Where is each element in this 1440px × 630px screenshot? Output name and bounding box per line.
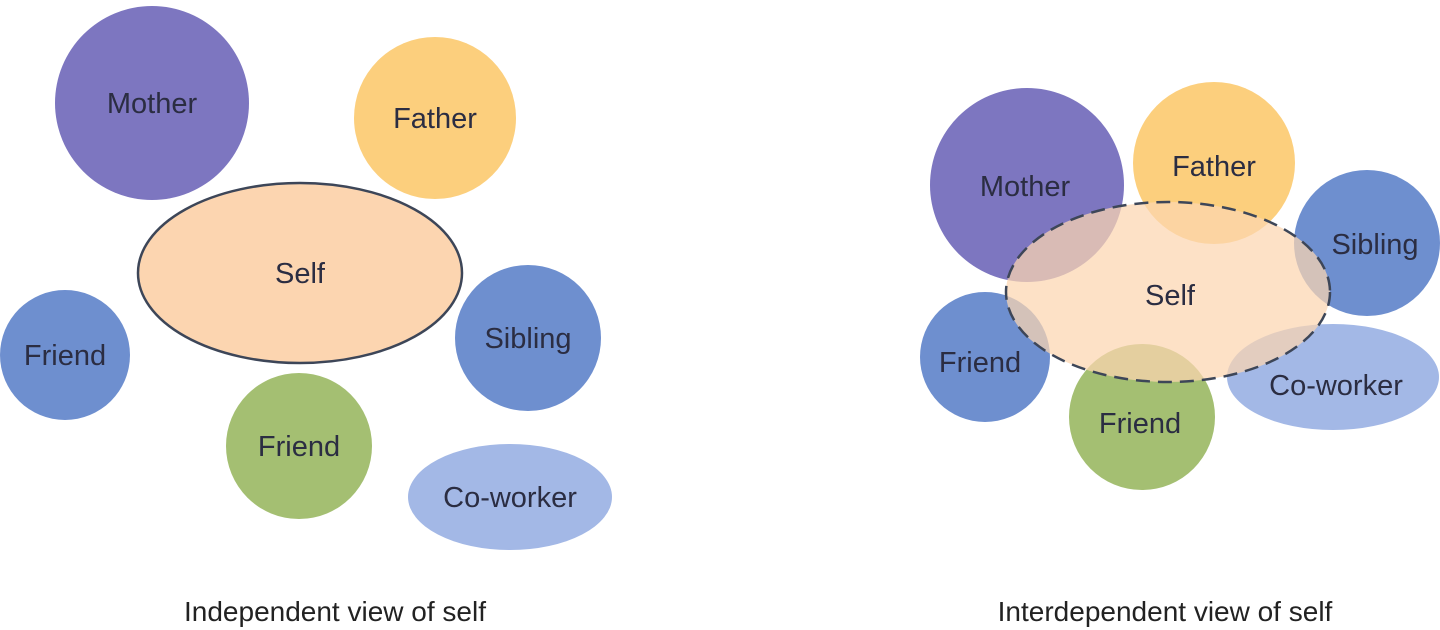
independent-mother-label: Mother <box>107 88 198 120</box>
interdependent-coworker-label: Co-worker <box>1269 370 1403 402</box>
interdependent-mother-label: Mother <box>980 171 1071 203</box>
interdependent-friend-bottom-label: Friend <box>1099 408 1181 440</box>
independent-father-circle <box>354 37 516 199</box>
interdependent-self-label: Self <box>1145 280 1196 312</box>
interdependent-self-ellipse <box>1004 200 1332 384</box>
independent-coworker-ellipse <box>408 444 612 550</box>
interdependent-father-label: Father <box>1172 151 1256 183</box>
independent-friend-left-circle <box>0 290 130 420</box>
independent-coworker-label: Co-worker <box>443 482 577 514</box>
interdependent-caption: Interdependent view of self <box>998 596 1333 627</box>
independent-friend-bottom-label: Friend <box>258 431 340 463</box>
interdependent-friend-left-label: Friend <box>939 347 1021 379</box>
interdependent-sibling-circle <box>1294 170 1440 316</box>
independent-view: Mother Father Self Friend Sibling Friend… <box>0 6 612 627</box>
independent-mother-circle <box>55 6 249 200</box>
independent-self-label: Self <box>275 258 326 290</box>
independent-self-ellipse <box>136 181 464 365</box>
independent-father-label: Father <box>393 103 477 135</box>
independent-sibling-label: Sibling <box>484 323 571 355</box>
independent-sibling-circle <box>455 265 601 411</box>
independent-friend-left-label: Friend <box>24 340 106 372</box>
interdependent-view: Mother Father Sibling Self Friend Co-wor… <box>920 82 1440 627</box>
interdependent-sibling-label: Sibling <box>1331 229 1418 261</box>
independent-caption: Independent view of self <box>184 596 486 627</box>
independent-friend-bottom-circle <box>226 373 372 519</box>
